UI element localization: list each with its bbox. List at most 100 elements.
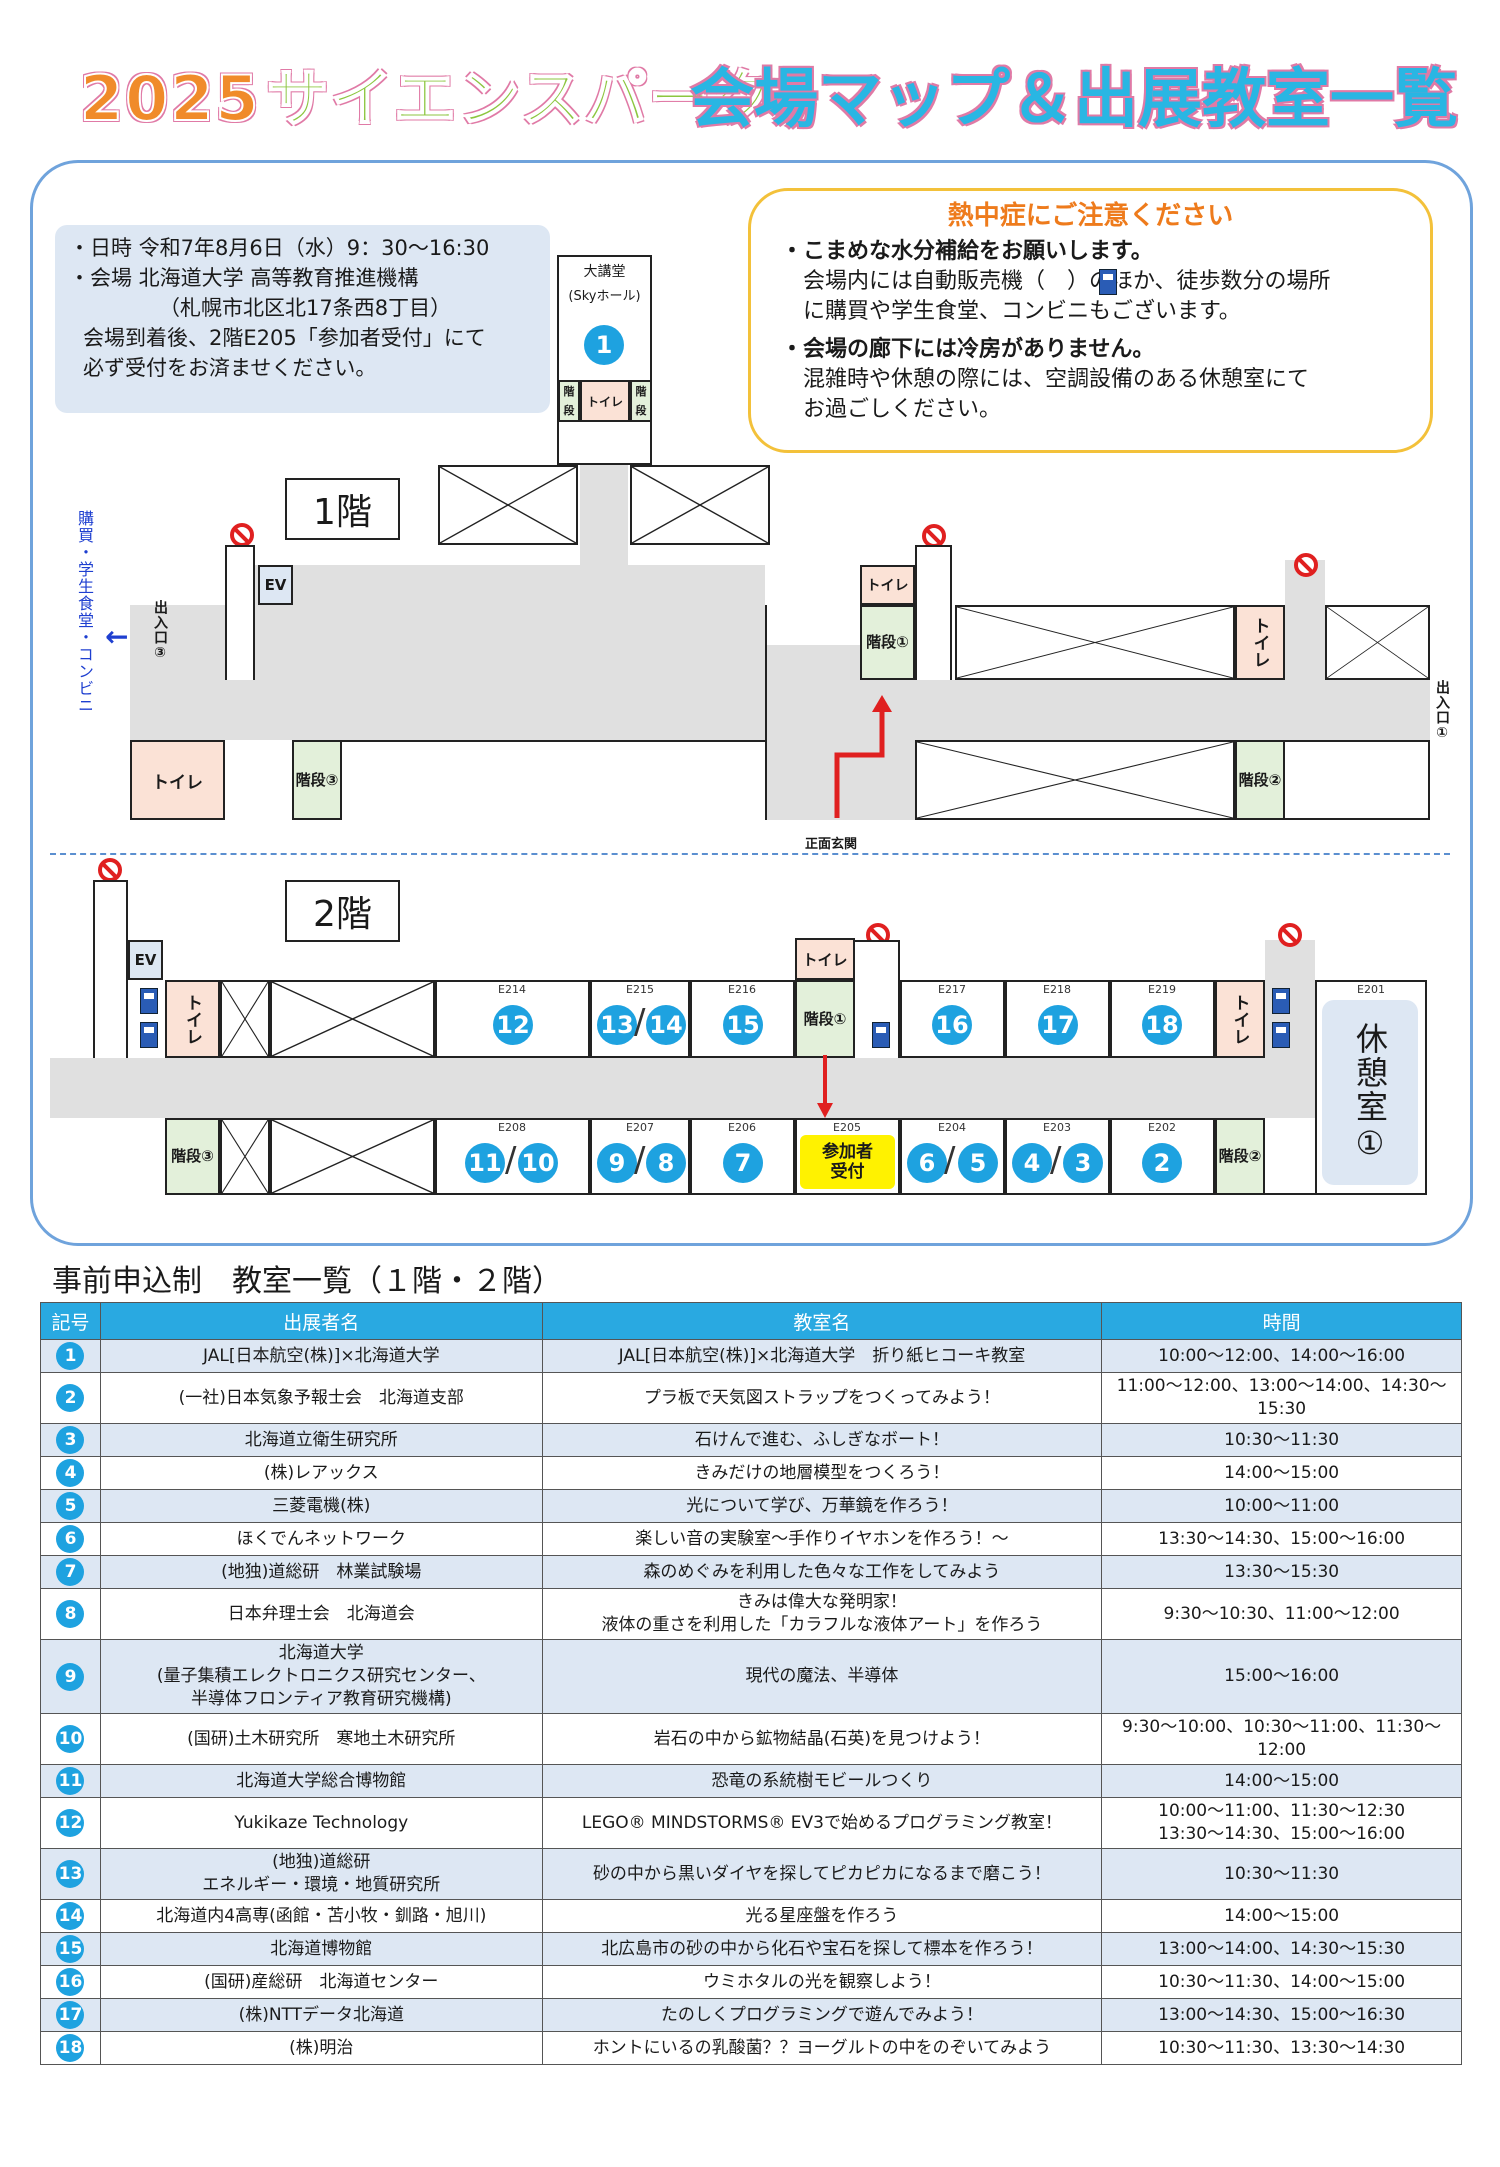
- row-time: 9:30～10:30、11:00～12:00: [1101, 1588, 1462, 1640]
- room-1f-blocked-e: [915, 740, 1235, 820]
- booth-number-badge: 16: [56, 1968, 85, 1996]
- room-1f-large-center: [765, 605, 767, 820]
- shop-direction-label: 購買・学生食堂・コンビニ: [75, 510, 94, 714]
- room-label-e205: E205: [833, 1121, 861, 1134]
- wall-2f-lower-right: [1265, 1118, 1315, 1195]
- row-symbol: 16: [40, 1965, 101, 1999]
- col-header-exhibitor: 出展者名: [99, 1302, 543, 1340]
- classroom-list-title: 事前申込制 教室一覧（１階・２階）: [52, 1264, 562, 1299]
- row-classroom: LEGO® MINDSTORMS® EV3で始めるプログラミング教室！: [541, 1797, 1103, 1849]
- room-label-e204: E204: [938, 1121, 966, 1134]
- row-time: 15:00～16:00: [1101, 1639, 1462, 1714]
- row-symbol: 2: [40, 1372, 101, 1424]
- booth-number-badge: 17: [56, 2001, 85, 2029]
- wall-1f-stairs1: [915, 545, 952, 680]
- booth-number-badge: 10: [56, 1725, 85, 1753]
- row-symbol: 8: [40, 1588, 101, 1640]
- row-time: 10:00～12:00、14:00～16:00: [1101, 1339, 1462, 1373]
- table-row: 10(国研)土木研究所 寒地土木研究所岩石の中から鉱物結晶(石英)を見つけよう！…: [40, 1713, 1462, 1765]
- booth-number-badge: 11: [56, 1767, 85, 1795]
- page-title: 会場マップ＆出展教室一覧: [690, 63, 1458, 137]
- stairs-1-1f: 階段①: [860, 605, 915, 680]
- booth-number-badge: 18: [56, 2034, 85, 2062]
- wall-1f-west: [225, 545, 255, 680]
- notice-item1-line2: に購買や学生食堂、コンビニもございます。: [803, 299, 1241, 324]
- table-row: 2(一社)日本気象予報士会 北海道支部プラ板で天気図ストラップをつくってみよう！…: [40, 1372, 1462, 1424]
- stairs-1-2f: 階段①: [795, 980, 855, 1058]
- booth-number-badge: 8: [56, 1600, 85, 1628]
- room-label-e201: E201: [1357, 983, 1385, 996]
- room-label-e218: E218: [1043, 983, 1071, 996]
- row-symbol: 15: [40, 1932, 101, 1966]
- booth-number-badge: 1: [56, 1342, 85, 1370]
- row-time: 10:30～11:30: [1101, 1848, 1462, 1900]
- row-exhibitor: (株)NTTデータ北海道: [99, 1998, 543, 2032]
- slash-divider: /: [634, 1002, 646, 1042]
- toilet-1f-center: トイレ: [860, 565, 915, 605]
- auditorium: 大講堂 (Skyホール): [557, 255, 652, 465]
- row-exhibitor: (国研)土木研究所 寒地土木研究所: [99, 1713, 543, 1765]
- row-time: 10:00～11:00: [1101, 1489, 1462, 1523]
- row-symbol: 3: [40, 1423, 101, 1457]
- table-row: 13(地独)道総研 エネルギー・環境・地質研究所砂の中から黒いダイヤを探してピカ…: [40, 1848, 1462, 1900]
- room-e208[interactable]: [435, 1118, 590, 1195]
- booth-12-marker: 12: [493, 1005, 533, 1045]
- toilet-2f-west: トイレ: [165, 980, 220, 1058]
- notice-item1-line1: 会場内には自動販売機（ ）のほか、徒歩数分の場所: [803, 269, 1331, 295]
- row-classroom: 現代の魔法、半導体: [541, 1639, 1103, 1714]
- wall-2f-west: [93, 880, 128, 1060]
- row-exhibitor: 北海道博物館: [99, 1932, 543, 1966]
- floor-1-label: 1階: [285, 478, 400, 540]
- slash-divider: /: [1050, 1140, 1062, 1180]
- row-symbol: 4: [40, 1456, 101, 1490]
- room-label-e207: E207: [626, 1121, 654, 1134]
- toilet-1f-east: トイレ: [1235, 605, 1285, 680]
- slash-divider: /: [505, 1140, 517, 1180]
- corridor-2f-main: [50, 1058, 1315, 1118]
- row-time: 14:00～15:00: [1101, 1899, 1462, 1933]
- exit-1-label: 出入口①: [1434, 680, 1450, 742]
- event-year-logo: 2025サイエンスパーク: [79, 61, 777, 136]
- row-time: 13:30～15:30: [1101, 1555, 1462, 1589]
- reception-label: 参加者受付: [822, 1142, 873, 1182]
- booth-14-marker: 14: [646, 1005, 686, 1045]
- row-symbol: 5: [40, 1489, 101, 1523]
- entrance-arrow-icon: [834, 695, 892, 818]
- row-symbol: 1: [40, 1339, 101, 1373]
- booth-9-marker: 9: [597, 1143, 637, 1183]
- row-time: 14:00～15:00: [1101, 1764, 1462, 1798]
- booth-1-marker: 1: [584, 325, 624, 365]
- vending-machine-icon: [140, 1022, 158, 1048]
- vending-machine-icon: [140, 988, 158, 1014]
- room-label-e206: E206: [728, 1121, 756, 1134]
- booth-2-marker: 2: [1142, 1143, 1182, 1183]
- row-exhibitor: (地独)道総研 エネルギー・環境・地質研究所: [99, 1848, 543, 1900]
- floor-2-label: 2階: [285, 880, 400, 942]
- room-label-e203: E203: [1043, 1121, 1071, 1134]
- table-row: 16(国研)産総研 北海道センターウミホタルの光を観察しよう！10:30～11:…: [40, 1965, 1462, 1999]
- row-classroom: 北広島市の砂の中から化石や宝石を探して標本を作ろう！: [541, 1932, 1103, 1966]
- booth-11-marker: 11: [465, 1143, 505, 1183]
- wall-1f-lower-left: [342, 740, 765, 820]
- toilet-2f-east: トイレ: [1215, 980, 1265, 1058]
- row-classroom: ウミホタルの光を観察しよう！: [541, 1965, 1103, 1999]
- no-entry-icon: [1294, 553, 1318, 577]
- table-row: 17(株)NTTデータ北海道たのしくプログラミングで遊んでみよう！13:00～1…: [40, 1998, 1462, 2032]
- auditorium-sublabel: (Skyホール): [568, 289, 641, 304]
- row-classroom: きみだけの地層模型をつくろう！: [541, 1456, 1103, 1490]
- corridor-1f-east: [1285, 560, 1325, 690]
- row-exhibitor: 日本弁理士会 北海道会: [99, 1588, 543, 1640]
- col-header-time: 時間: [1101, 1302, 1462, 1340]
- auditorium-label: 大講堂: [583, 264, 626, 280]
- row-classroom: プラ板で天気図ストラップをつくってみよう！: [541, 1372, 1103, 1424]
